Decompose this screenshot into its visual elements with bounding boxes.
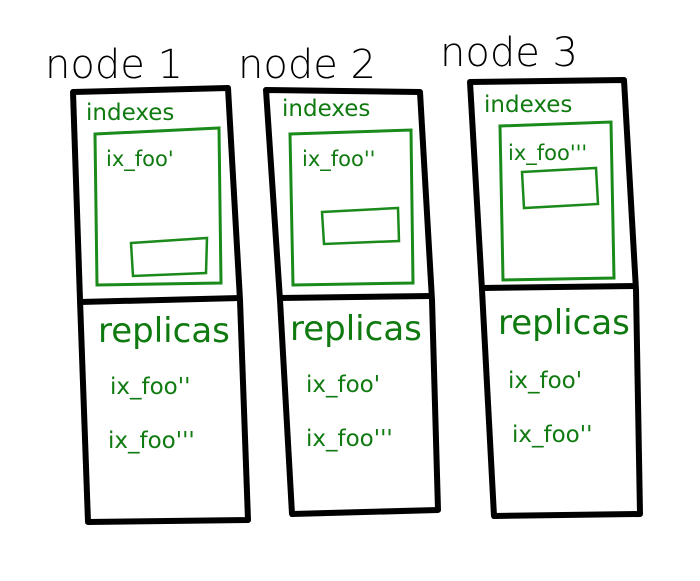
node-3-replica-2: ix_foo'' — [512, 422, 592, 448]
node-3-replica-1: ix_foo' — [508, 368, 582, 394]
node-1-divider — [79, 295, 241, 305]
node-2-replica-1: ix_foo' — [306, 372, 380, 398]
node-2-indexes-label: indexes — [282, 96, 370, 122]
node-1-index-slot — [129, 236, 209, 278]
node-1: node 1 indexes ix_foo' replicas ix_foo''… — [45, 42, 251, 525]
node-3-index-box — [498, 120, 616, 282]
node-2-title: node 2 — [238, 42, 376, 88]
node-3-divider — [481, 283, 637, 291]
node-3-outline — [467, 77, 643, 519]
node-2-replicas-label: replicas — [290, 309, 422, 349]
node-2-outline — [263, 87, 441, 517]
node-3-index-name: ix_foo''' — [508, 141, 587, 166]
node-3-title: node 3 — [440, 30, 578, 76]
node-1-index-box — [93, 126, 223, 287]
node-1-index-name: ix_foo' — [106, 147, 174, 172]
node-3-index-slot — [520, 166, 600, 210]
node-2-index-slot — [320, 206, 401, 246]
node-3: node 3 indexes ix_foo''' replicas ix_foo… — [440, 30, 643, 519]
node-3-indexes-label: indexes — [484, 92, 572, 118]
node-1-replica-1: ix_foo'' — [110, 374, 190, 400]
node-1-replicas-label: replicas — [98, 311, 230, 351]
node-1-replica-2: ix_foo''' — [108, 428, 195, 454]
node-2-replica-2: ix_foo''' — [306, 426, 393, 452]
node-3-replicas-label: replicas — [498, 303, 630, 343]
node-1-indexes-label: indexes — [86, 100, 174, 126]
node-1-title: node 1 — [45, 42, 183, 88]
node-2-index-name: ix_foo'' — [302, 147, 375, 172]
node-2: node 2 indexes ix_foo'' replicas ix_foo'… — [238, 42, 441, 517]
node-2-index-box — [288, 128, 415, 287]
node-2-divider — [279, 293, 433, 301]
